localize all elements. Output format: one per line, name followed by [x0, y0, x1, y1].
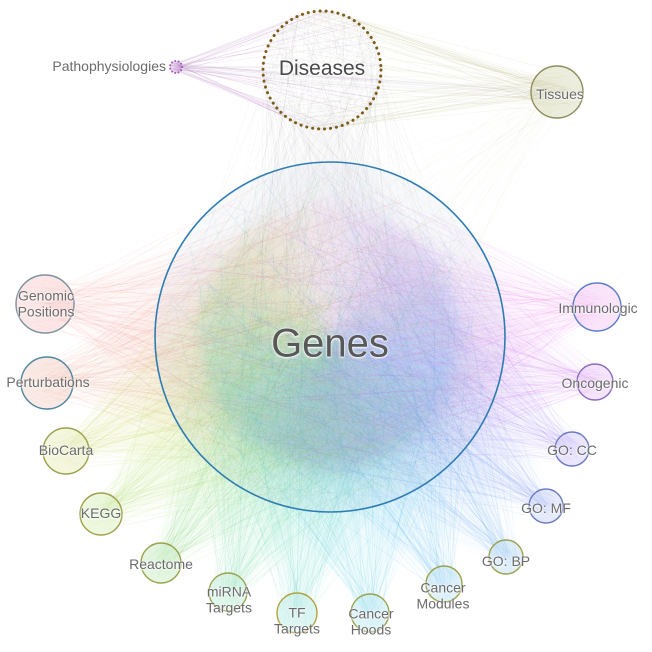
- edges-diseases-internal: [262, 10, 382, 130]
- edges-pathophysiologies-to-tissues: [173, 63, 573, 113]
- node-base-genomic-positions: [16, 275, 74, 333]
- node-oncogenic[interactable]: [576, 363, 614, 401]
- node-base-mirna-targets: [209, 573, 247, 611]
- node-base-cancer-modules: [426, 566, 462, 602]
- node-base-go-mf: [529, 489, 563, 523]
- edges-diseases-to-genes: [175, 10, 497, 502]
- edges-cancer-modules-to-genes: [173, 172, 490, 599]
- edges-go-cc-to-genes: [172, 170, 586, 478]
- node-base-immunologic: [573, 283, 621, 331]
- node-mirna-targets[interactable]: [208, 572, 248, 612]
- beam-glows: [45, 197, 597, 613]
- node-base-tf-targets: [277, 593, 317, 633]
- beam-glow-immunologic: [314, 197, 597, 477]
- edges-mirna-targets-to-genes: [166, 177, 498, 605]
- node-reactome[interactable]: [140, 542, 182, 584]
- node-base-kegg: [80, 493, 122, 535]
- edges-genomic-positions-to-genes: [20, 179, 493, 495]
- edges-kegg-to-genes: [83, 203, 500, 531]
- node-base-perturbations: [21, 357, 73, 409]
- genes-node[interactable]: [154, 161, 506, 513]
- node-kegg[interactable]: [79, 492, 123, 536]
- node-go-mf[interactable]: [528, 488, 564, 524]
- edges-tf-targets-to-genes: [182, 170, 498, 626]
- edges-pathophysiologies-to-diseases: [172, 10, 381, 130]
- edges-go-bp-to-genes: [170, 176, 521, 568]
- pathophysiologies-node[interactable]: [169, 60, 183, 74]
- edges-go-mf-to-genes: [184, 169, 559, 521]
- edges-tissues-to-diseases: [262, 10, 579, 130]
- edges-biocarta-to-genes: [48, 170, 491, 492]
- node-cancer-modules[interactable]: [425, 565, 463, 603]
- nodes: [15, 9, 622, 634]
- edges-oncogenic-to-genes: [183, 173, 609, 471]
- node-biocarta[interactable]: [42, 427, 90, 475]
- node-go-bp[interactable]: [488, 539, 524, 575]
- node-go-cc[interactable]: [554, 431, 590, 467]
- tissues-node[interactable]: [530, 65, 584, 119]
- node-base-cancer-hoods: [351, 594, 389, 632]
- node-base-reactome: [141, 543, 181, 583]
- node-base-go-bp: [489, 540, 523, 574]
- node-base-go-cc: [555, 432, 589, 466]
- node-genomic-positions[interactable]: [15, 274, 75, 334]
- node-perturbations[interactable]: [20, 356, 74, 410]
- node-base-biocarta: [43, 428, 89, 474]
- node-tf-targets[interactable]: [276, 592, 318, 634]
- diseases-node[interactable]: [261, 9, 383, 131]
- edges-reactome-to-genes: [145, 169, 487, 579]
- edges-cancer-hoods-to-genes: [164, 170, 498, 629]
- node-cancer-hoods[interactable]: [350, 593, 390, 633]
- edges-tissues-to-genes: [167, 76, 581, 489]
- node-base-oncogenic: [577, 364, 613, 400]
- node-immunologic[interactable]: [572, 282, 622, 332]
